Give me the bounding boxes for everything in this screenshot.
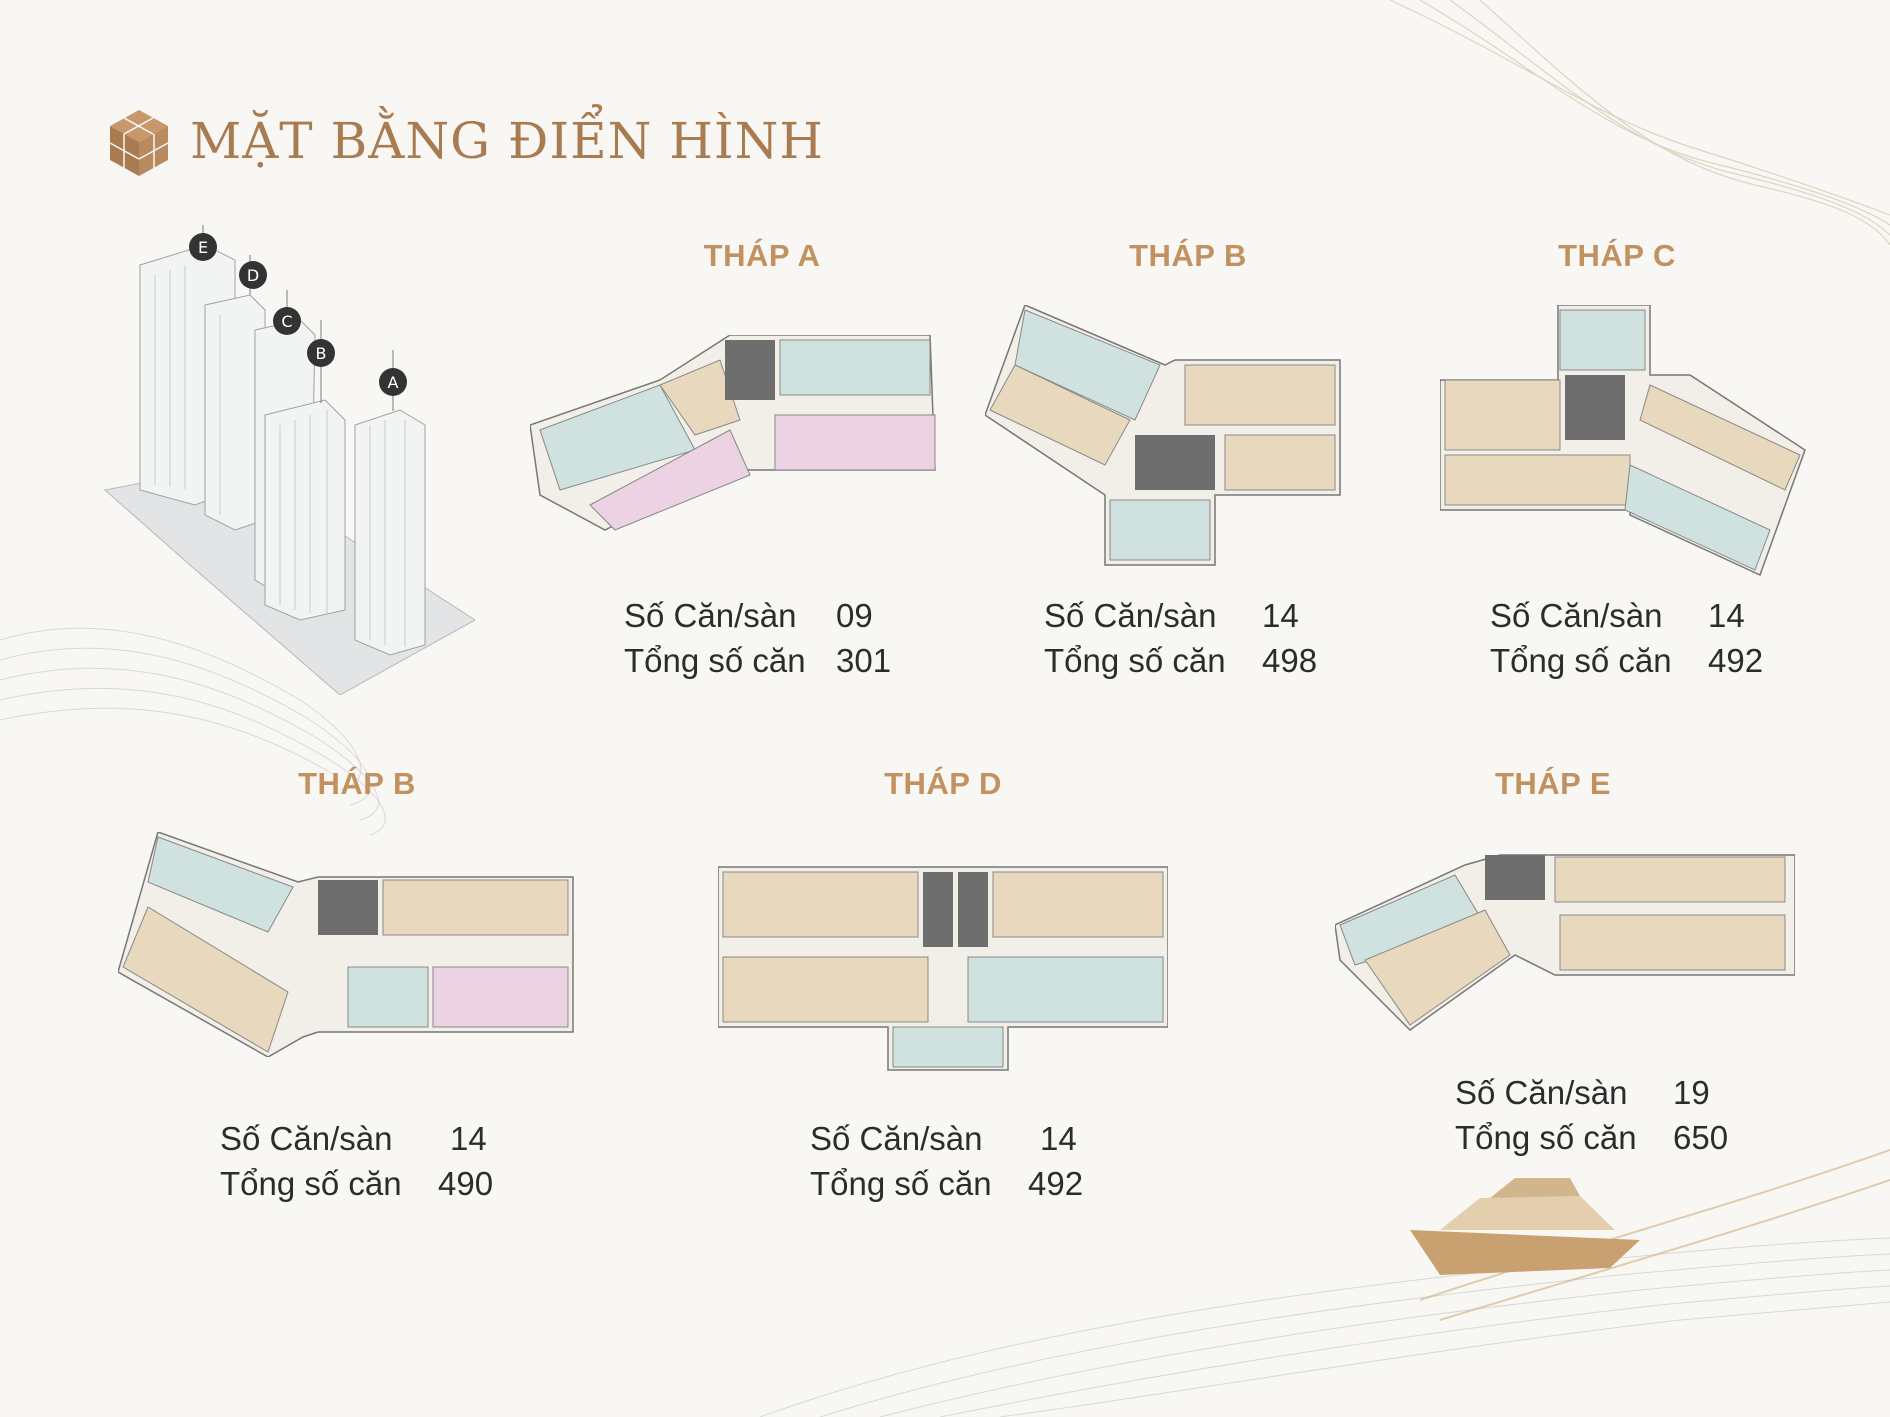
- tower-e-block: THÁP E: [1373, 766, 1733, 802]
- tower-d-block: THÁP D: [763, 766, 1123, 802]
- total-units-value: 301: [836, 642, 892, 679]
- total-units-value: 650: [1673, 1119, 1729, 1156]
- floor-plan-tower-b-top: [985, 305, 1341, 566]
- tower-title: THÁP C: [1558, 238, 1676, 273]
- units-per-floor-value: 14: [1040, 1120, 1077, 1157]
- tower-d-stats: Số Căn/sàn 14 Tổng số căn 492: [810, 1116, 1083, 1206]
- cube-logo-icon: [109, 110, 169, 176]
- units-per-floor-label: Số Căn/sàn: [220, 1120, 393, 1157]
- total-units-label: Tổng số căn: [1455, 1119, 1637, 1156]
- tower-e-stats: Số Căn/sàn 19 Tổng số căn 650: [1455, 1070, 1728, 1160]
- floor-plan-tower-b-bottom: [118, 832, 574, 1057]
- units-per-floor-value: 14: [1262, 597, 1299, 634]
- units-per-floor-label: Số Căn/sàn: [1044, 597, 1217, 634]
- tower-b-top-stats: Số Căn/sàn 14 Tổng số căn 498: [1044, 593, 1317, 683]
- total-units-label: Tổng số căn: [220, 1165, 402, 1202]
- tower-marker-a: A: [379, 368, 407, 396]
- svg-text:E: E: [198, 238, 208, 257]
- units-per-floor-label: Số Căn/sàn: [810, 1120, 983, 1157]
- tower-marker-b: B: [307, 339, 335, 367]
- units-per-floor-value: 14: [1708, 597, 1745, 634]
- yacht-illustration: [1410, 1178, 1640, 1275]
- units-per-floor-value: 14: [450, 1120, 487, 1157]
- units-per-floor-label: Số Căn/sàn: [1490, 597, 1663, 634]
- svg-text:D: D: [247, 266, 259, 285]
- tower-title: THÁP A: [703, 238, 821, 273]
- svg-text:B: B: [316, 344, 327, 363]
- total-units-label: Tổng số căn: [624, 642, 806, 679]
- total-units-label: Tổng số căn: [810, 1165, 992, 1202]
- tower-c-block: THÁP C: [1437, 238, 1797, 274]
- tower-a-block: THÁP A: [582, 238, 942, 274]
- floor-plan-tower-d: [718, 866, 1168, 1071]
- tower-b-bottom-block: THÁP B: [177, 766, 537, 802]
- svg-text:C: C: [281, 312, 292, 331]
- floor-plan-tower-c: [1440, 305, 1806, 577]
- total-units-value: 492: [1028, 1165, 1084, 1202]
- tower-c-stats: Số Căn/sàn 14 Tổng số căn 492: [1490, 593, 1763, 683]
- units-per-floor-value: 09: [836, 597, 873, 634]
- total-units-value: 498: [1262, 642, 1318, 679]
- total-units-value: 490: [438, 1165, 494, 1202]
- units-per-floor-value: 19: [1673, 1074, 1710, 1111]
- tower-title: THÁP B: [298, 766, 416, 801]
- floor-plan-tower-e: [1335, 854, 1795, 1031]
- tower-marker-c: C: [273, 307, 301, 335]
- total-units-value: 492: [1708, 642, 1764, 679]
- tower-marker-d: D: [239, 261, 267, 289]
- tower-b-top-block: THÁP B: [1008, 238, 1368, 274]
- svg-text:A: A: [388, 373, 399, 392]
- floor-plan-tower-a: [530, 335, 936, 531]
- units-per-floor-label: Số Căn/sàn: [624, 597, 797, 634]
- units-per-floor-label: Số Căn/sàn: [1455, 1074, 1628, 1111]
- tower-3d-illustration: E D C B A: [103, 225, 475, 695]
- total-units-label: Tổng số căn: [1044, 642, 1226, 679]
- tower-marker-e: E: [189, 233, 217, 261]
- tower-title: THÁP E: [1494, 766, 1612, 801]
- page-title: MẶT BẰNG ĐIỂN HÌNH: [190, 112, 824, 170]
- tower-a-stats: Số Căn/sàn 09 Tổng số căn 301: [624, 593, 891, 683]
- tower-title: THÁP D: [884, 766, 1002, 801]
- tower-b-bottom-stats: Số Căn/sàn 14 Tổng số căn 490: [220, 1116, 493, 1206]
- tower-title: THÁP B: [1129, 238, 1247, 273]
- total-units-label: Tổng số căn: [1490, 642, 1672, 679]
